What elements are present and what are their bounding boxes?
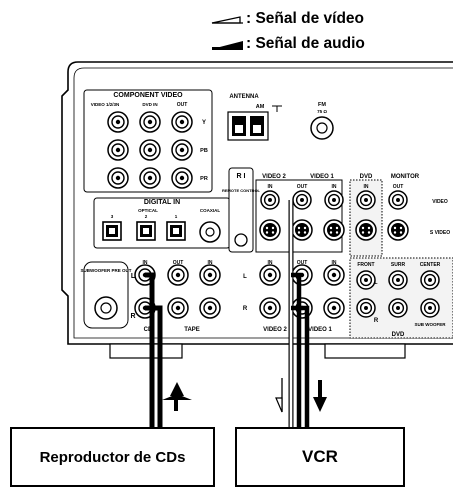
video1-in-label: IN: [332, 184, 337, 190]
foot-left: [110, 344, 182, 358]
component-video-jack: [140, 168, 160, 188]
component-out-label: OUT: [177, 102, 188, 108]
component-video-jack: [172, 140, 192, 160]
y-label: Y: [202, 120, 206, 126]
l-left-label: L: [131, 273, 136, 280]
optical-in-jack: [167, 222, 185, 240]
video2-bottom-label: VIDEO 2: [263, 327, 287, 333]
component-video-jack: [172, 112, 192, 132]
optical-label: OPTICAL: [138, 208, 158, 213]
dvd-in-label: DVD IN: [142, 102, 157, 107]
component-video-label: COMPONENT VIDEO: [113, 92, 183, 99]
video2-top-label: VIDEO 2: [262, 174, 286, 180]
fm-ohm-label: 75 Ω: [317, 109, 327, 114]
sub-woofer-label: SUB WOOFER: [415, 322, 447, 327]
component-video-jack: [140, 112, 160, 132]
l-mid-label: L: [243, 274, 247, 280]
cd-in-label: IN: [143, 260, 148, 266]
video-jack: [261, 191, 279, 209]
cd-label: CD: [144, 327, 153, 333]
audio-in-jack-l: [200, 265, 220, 285]
pb-label: PB: [200, 148, 208, 154]
component-video-jack: [108, 140, 128, 160]
multichannel-jack: [357, 271, 375, 289]
remote-control-label: REMOTE CONTROL: [222, 188, 261, 193]
digital-in-label: DIGITAL IN: [144, 199, 180, 206]
vcr-box: VCR: [235, 427, 405, 487]
r-mid-label: R: [243, 306, 248, 312]
video1-top-label: VIDEO 1: [310, 174, 334, 180]
subwoofer-pre-out-label: SUBWOOFER PRE OUT: [80, 268, 131, 273]
s-video-jack: [260, 220, 280, 240]
component-video-jack: [172, 168, 192, 188]
video1-audio-in-label: IN: [332, 260, 337, 266]
multichannel-jack: [357, 299, 375, 317]
tape-out-label: OUT: [173, 260, 184, 266]
dvd-bottom-label: DVD: [392, 332, 405, 338]
video1-audio-out-label: OUT: [297, 260, 308, 266]
audio-in-jack-l: [260, 265, 280, 285]
subwoofer-jack: [421, 299, 439, 317]
surr-label: SURR: [391, 262, 406, 268]
component-video-jack: [108, 168, 128, 188]
audio-in-jack-l: [168, 265, 188, 285]
vcr-label: VCR: [302, 447, 338, 467]
video-jack: [293, 191, 311, 209]
vcr-audio-signal-arrow-icon: [313, 380, 327, 412]
cd-audio-signal-arrow-icon: [162, 382, 192, 411]
monitor-out-label: OUT: [393, 184, 404, 190]
monitor-video-out-jack: [389, 191, 407, 209]
audio-in-jack-r: [324, 298, 344, 318]
optical-in-jack: [137, 222, 155, 240]
component-video-jack: [140, 140, 160, 160]
cd-player-label: Reproductor de CDs: [40, 449, 186, 466]
video1-bottom-label: VIDEO 1: [308, 327, 332, 333]
multich-l-label: L: [374, 280, 377, 286]
s-video-row-label: S VIDEO: [430, 230, 450, 236]
am-label: AM: [256, 104, 265, 110]
audio-in-jack-l: [324, 265, 344, 285]
pr-label: PR: [200, 176, 208, 182]
coaxial-label: COAXIAL: [200, 208, 221, 213]
front-label: FRONT: [357, 262, 374, 268]
fm-label: FM: [318, 102, 326, 108]
cd-player-box: Reproductor de CDs: [10, 427, 215, 487]
r-left-label: R: [130, 313, 135, 320]
video2-audio-in-label: IN: [268, 260, 273, 266]
multichannel-jack: [389, 271, 407, 289]
foot-right: [325, 344, 405, 358]
video1-out-label: OUT: [297, 184, 308, 190]
video-row-label: VIDEO: [432, 199, 448, 205]
ri-label: R I: [237, 173, 246, 180]
dvd-s-video-jack: [356, 220, 376, 240]
remote-control-jack: [235, 234, 247, 246]
dvd-video-jack: [357, 191, 375, 209]
component-video-jack: [108, 112, 128, 132]
dvd-label: DVD: [360, 174, 373, 180]
center-jack: [421, 271, 439, 289]
audio-in-jack-r: [200, 298, 220, 318]
video2-in-label: IN: [268, 184, 273, 190]
center-label: CENTER: [420, 262, 441, 268]
component-sub-label: VIDEO 1/2/3N: [91, 102, 120, 107]
tape-label: TAPE: [184, 327, 200, 333]
multich-r-label: R: [374, 318, 379, 324]
audio-in-jack-r: [260, 298, 280, 318]
multichannel-jack: [389, 299, 407, 317]
s-video-jack: [292, 220, 312, 240]
audio-in-jack-r: [168, 298, 188, 318]
vcr-video-signal-arrow-icon: [276, 378, 282, 412]
antenna-label: ANTENNA: [229, 94, 259, 100]
dvd-in-video-label: IN: [364, 184, 369, 190]
monitor-label: MONITOR: [391, 174, 420, 180]
optical-in-jack: [103, 222, 121, 240]
s-video-jack: [324, 220, 344, 240]
tape-in-label: IN: [208, 260, 213, 266]
monitor-s-video-out-jack: [388, 220, 408, 240]
video-jack: [325, 191, 343, 209]
